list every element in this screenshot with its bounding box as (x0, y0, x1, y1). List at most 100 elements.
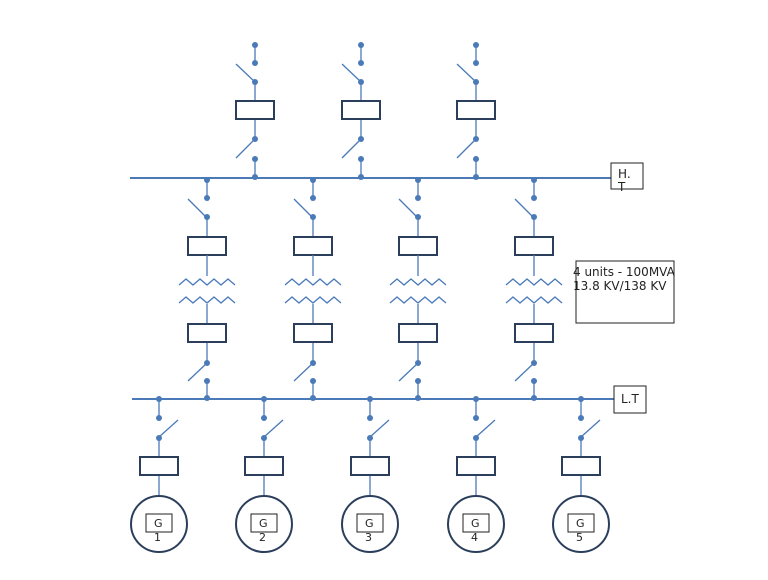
disconnect-switch (369, 419, 390, 438)
disconnect-switch (158, 419, 179, 438)
circuit-breaker (293, 323, 333, 343)
transformer-note-line2: 13.8 KV/138 KV (573, 279, 667, 293)
ht-feeder (341, 42, 381, 180)
terminal-dot (473, 60, 479, 66)
circuit-breaker (561, 456, 601, 476)
circuit-breaker (244, 456, 284, 476)
generator-bay: G4 (447, 396, 505, 553)
generator-label-box (145, 513, 173, 533)
generator-bay: G2 (235, 396, 293, 553)
generator-bay: G5 (552, 396, 610, 553)
transformer-winding (505, 296, 563, 304)
circuit-breaker (187, 236, 227, 256)
generator-bay: G3 (341, 396, 399, 553)
transformer-bay (505, 177, 563, 401)
circuit-breaker (514, 236, 554, 256)
generator-label-box (567, 513, 595, 533)
terminal-dot (358, 60, 364, 66)
ht-label-line2: T (617, 180, 626, 194)
disconnect-switch (187, 362, 208, 382)
disconnect-switch (341, 63, 362, 83)
disconnect-switch (293, 198, 314, 219)
terminal-dot (204, 195, 210, 201)
disconnect-switch (514, 198, 535, 219)
terminal-dot (252, 42, 258, 48)
terminal-dot (310, 395, 316, 401)
terminal-dot (204, 395, 210, 401)
transformer-note: 4 units - 100MVA 13.8 KV/138 KV (573, 260, 676, 324)
terminal-dot (415, 195, 421, 201)
circuit-breaker (341, 100, 381, 120)
disconnect-switch (456, 138, 477, 159)
generator-number: 1 (154, 531, 161, 544)
lt-label: L.T (621, 392, 640, 406)
circuit-breaker (456, 100, 496, 120)
circuit-breaker (398, 323, 438, 343)
circuit-breaker (139, 456, 179, 476)
disconnect-switch (293, 362, 314, 382)
terminal-dot (252, 174, 258, 180)
circuit-breaker (514, 323, 554, 343)
terminal-dot (473, 415, 479, 421)
circuit-breaker (398, 236, 438, 256)
transformer-note-line1: 4 units - 100MVA (573, 265, 676, 279)
ht-bus-label: H. T (610, 162, 644, 194)
generator-number: 5 (576, 531, 583, 544)
disconnect-switch (263, 419, 284, 438)
generator-symbol: G (154, 517, 163, 530)
transformer-winding (284, 278, 342, 286)
circuit-breaker (456, 456, 496, 476)
generator-label-box (462, 513, 490, 533)
transformer-winding (178, 296, 236, 304)
ht-feeders (235, 42, 496, 180)
terminal-dot (415, 395, 421, 401)
circuit-breaker (235, 100, 275, 120)
disconnect-switch (398, 362, 419, 382)
terminal-dot (261, 415, 267, 421)
lt-bus-label: L.T (613, 385, 647, 414)
generator-label-box (250, 513, 278, 533)
disconnect-switch (341, 138, 362, 159)
terminal-dot (252, 60, 258, 66)
transformer-winding (178, 278, 236, 286)
terminal-dot (473, 174, 479, 180)
generator-label-box (356, 513, 384, 533)
generator-bay: G1 (130, 396, 188, 553)
generator-symbol: G (365, 517, 374, 530)
disconnect-switch (580, 419, 601, 438)
disconnect-switch (187, 198, 208, 219)
ht-feeder (235, 42, 275, 180)
generator-symbol: G (576, 517, 585, 530)
ht-feeder (456, 42, 496, 180)
terminal-dot (531, 395, 537, 401)
terminal-dot (473, 42, 479, 48)
terminal-dot (367, 415, 373, 421)
circuit-breaker (293, 236, 333, 256)
ht-label-line1: H. (618, 167, 631, 181)
generator-symbol: G (259, 517, 268, 530)
terminal-dot (358, 174, 364, 180)
disconnect-switch (235, 63, 256, 83)
disconnect-switch (514, 362, 535, 382)
transformer-winding (505, 278, 563, 286)
terminal-dot (531, 195, 537, 201)
transformer-winding (389, 296, 447, 304)
disconnect-switch (398, 198, 419, 219)
generator-number: 4 (471, 531, 478, 544)
transformer-bays (178, 177, 563, 401)
terminal-dot (358, 42, 364, 48)
generator-number: 3 (365, 531, 372, 544)
transformer-winding (284, 296, 342, 304)
terminal-dot (310, 195, 316, 201)
transformer-winding (389, 278, 447, 286)
transformer-bay (178, 177, 236, 401)
disconnect-switch (456, 63, 477, 83)
generator-symbol: G (471, 517, 480, 530)
disconnect-switch (475, 419, 496, 438)
circuit-breaker (187, 323, 227, 343)
circuit-breaker (350, 456, 390, 476)
transformer-bay (389, 177, 447, 401)
